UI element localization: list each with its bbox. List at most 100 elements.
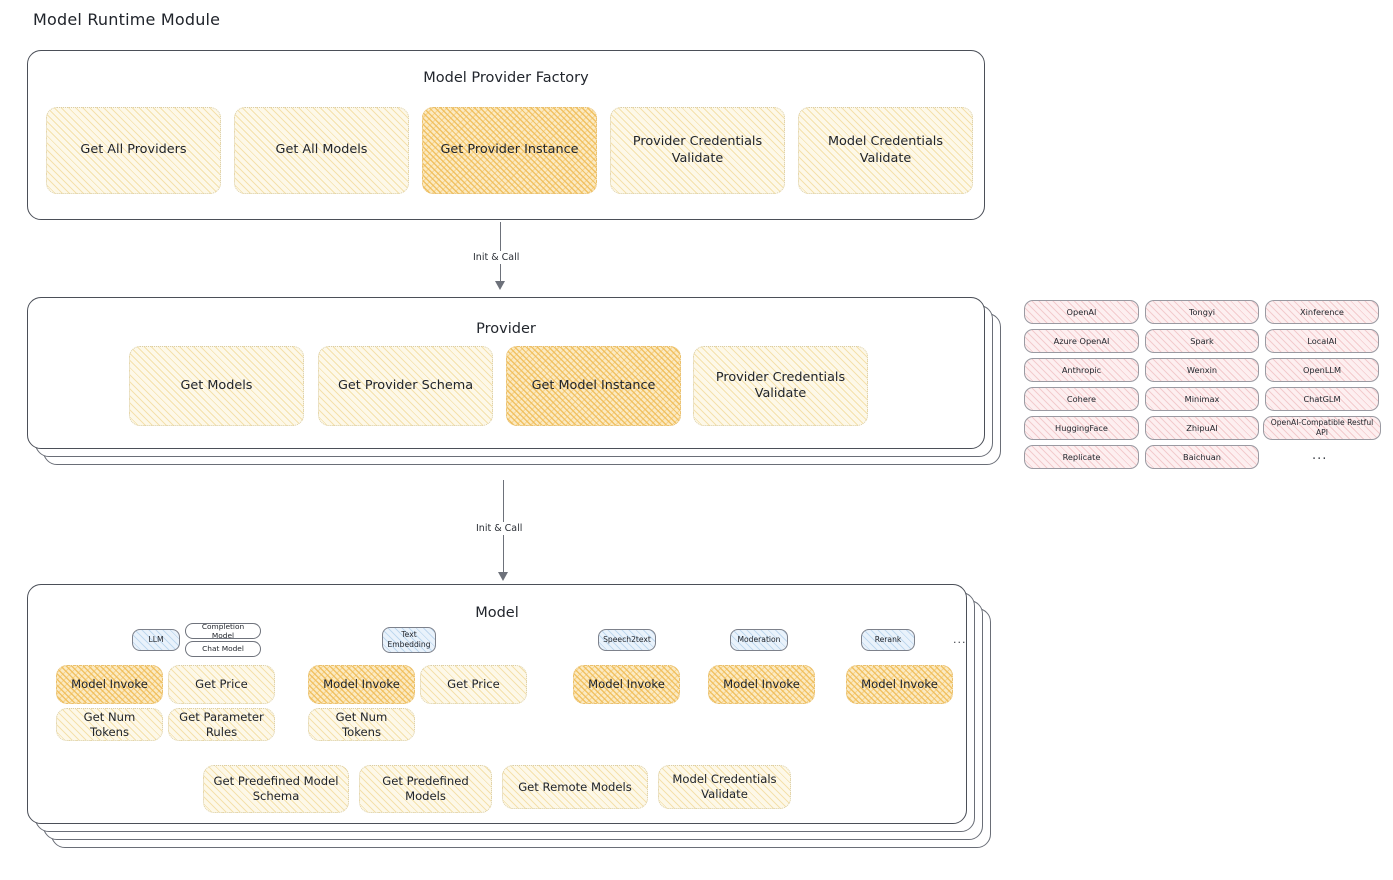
model-type-badge-label: LLM [148, 635, 164, 645]
provider-node-label: Get Models [180, 377, 253, 393]
provider-node-get-provider-schema[interactable]: Get Provider Schema [318, 346, 493, 426]
model-common-method-label: Get Remote Models [518, 779, 632, 794]
model-method-rerank-model-invoke[interactable]: Model Invoke [846, 665, 953, 704]
provider-pill-baichuan[interactable]: Baichuan [1145, 445, 1259, 469]
model-method-label: Model Invoke [71, 677, 148, 692]
model-sub-badge-label: Completion Model [201, 621, 245, 640]
provider-pill-spark[interactable]: Spark [1145, 329, 1259, 353]
provider-node-get-models[interactable]: Get Models [129, 346, 304, 426]
model-method-text-embedding-model-invoke[interactable]: Model Invoke [308, 665, 415, 704]
model-common-method-get-predefined-model-schema[interactable]: Get Predefined Model Schema [203, 765, 349, 813]
provider-title: Provider [476, 321, 536, 337]
provider-pill-label: Minimax [1184, 393, 1220, 404]
model-common-method-label: Get Predefined Model Schema [213, 774, 339, 803]
model-method-label: Model Invoke [588, 677, 665, 692]
provider-pill-label: Tongyi [1188, 306, 1216, 317]
provider-pill-xinference[interactable]: Xinference [1265, 300, 1379, 324]
provider-pill-label: OpenAI-Compatible Restful API [1270, 418, 1374, 437]
page-title: Model Runtime Module [33, 10, 221, 29]
model-method-llm-model-invoke[interactable]: Model Invoke [56, 665, 163, 704]
provider-pill-label: Azure OpenAI [1053, 335, 1110, 346]
model-method-label: Model Invoke [861, 677, 938, 692]
model-types-more: ... [953, 633, 967, 646]
provider-pill-huggingface[interactable]: HuggingFace [1024, 416, 1139, 440]
model-type-badge-speech2text[interactable]: Speech2text [598, 629, 656, 651]
provider-pill-zhipuai[interactable]: ZhipuAI [1145, 416, 1259, 440]
provider-pill-label: OpenLLM [1302, 364, 1342, 375]
provider-pill-label: Baichuan [1183, 451, 1221, 462]
provider-node-label: Get Provider Schema [337, 377, 474, 393]
provider-pill-label: ZhipuAI [1186, 422, 1218, 433]
provider-pill-replicate[interactable]: Replicate [1024, 445, 1139, 469]
model-provider-factory-title: Model Provider Factory [423, 70, 589, 86]
model-method-text-embedding-get-num-tokens[interactable]: Get Num Tokens [308, 708, 415, 741]
model-sub-badge-completion-model[interactable]: Completion Model [185, 621, 261, 640]
model-common-method-get-predefined-models[interactable]: Get Predefined Models [359, 765, 492, 813]
model-method-moderation-model-invoke[interactable]: Model Invoke [708, 665, 815, 704]
provider-pill-minimax[interactable]: Minimax [1145, 387, 1259, 411]
provider-pill-localai[interactable]: LocalAI [1265, 329, 1379, 353]
provider-pill-label: Spark [1190, 335, 1214, 346]
factory-node-label: Model Credentials Validate [827, 134, 944, 166]
arrow-provider-to-model-label: Init & Call [472, 522, 527, 535]
model-method-label: Model Invoke [723, 677, 800, 692]
model-type-badge-label: Rerank [874, 635, 902, 645]
model-method-label: Get Num Tokens [335, 709, 388, 739]
factory-node-label: Get All Models [275, 142, 368, 158]
model-method-llm-get-parameter-rules[interactable]: Get Parameter Rules [168, 708, 275, 741]
factory-node-label: Get All Providers [80, 142, 187, 158]
model-method-speech2text-model-invoke[interactable]: Model Invoke [573, 665, 680, 704]
provider-node-provider-credentials-validate[interactable]: Provider Credentials Validate [693, 346, 868, 426]
provider-node-get-model-instance[interactable]: Get Model Instance [506, 346, 681, 426]
factory-node-get-all-providers[interactable]: Get All Providers [46, 107, 221, 194]
model-method-llm-get-price[interactable]: Get Price [168, 665, 275, 704]
provider-pill-openllm[interactable]: OpenLLM [1265, 358, 1379, 382]
provider-pill-anthropic[interactable]: Anthropic [1024, 358, 1139, 382]
model-type-badge-llm[interactable]: LLM [132, 629, 180, 651]
model-method-label: Model Invoke [323, 677, 400, 692]
provider-pill-label: Anthropic [1061, 364, 1102, 375]
factory-node-get-all-models[interactable]: Get All Models [234, 107, 409, 194]
provider-pill-label: Cohere [1066, 393, 1097, 404]
model-method-llm-get-num-tokens[interactable]: Get Num Tokens [56, 708, 163, 741]
provider-pill-openai[interactable]: OpenAI [1024, 300, 1139, 324]
model-method-label: Get Num Tokens [83, 709, 136, 739]
model-common-method-get-remote-models[interactable]: Get Remote Models [502, 765, 648, 809]
model-type-badge-text-embedding[interactable]: Text Embedding [382, 627, 436, 653]
model-common-method-label: Get Predefined Models [382, 774, 469, 803]
model-type-badge-label: Moderation [737, 635, 781, 645]
arrow-factory-to-provider-label: Init & Call [469, 251, 524, 264]
model-common-method-label: Model Credentials Validate [672, 772, 777, 801]
provider-pill-label: LocalAI [1307, 335, 1337, 346]
model-type-badge-label: Text Embedding [387, 630, 431, 649]
provider-pill-wenxin[interactable]: Wenxin [1145, 358, 1259, 382]
factory-node-label: Get Provider Instance [440, 142, 579, 158]
model-type-badge-rerank[interactable]: Rerank [861, 629, 915, 651]
model-sub-badge-chat-model[interactable]: Chat Model [185, 641, 261, 657]
factory-node-model-credentials-validate[interactable]: Model Credentials Validate [798, 107, 973, 194]
provider-pill-azure-openai[interactable]: Azure OpenAI [1024, 329, 1139, 353]
factory-node-get-provider-instance[interactable]: Get Provider Instance [422, 107, 597, 194]
provider-box: Provider Get Models Get Provider Schema … [27, 297, 985, 449]
provider-pill-label: Wenxin [1186, 364, 1218, 375]
arrow-factory-to-provider-head [495, 281, 505, 290]
provider-node-label: Provider Credentials Validate [715, 369, 846, 401]
factory-node-label: Provider Credentials Validate [632, 134, 763, 166]
factory-node-provider-credentials-validate[interactable]: Provider Credentials Validate [610, 107, 785, 194]
provider-pill-chatglm[interactable]: ChatGLM [1265, 387, 1379, 411]
provider-pill-openai-compatible-restful-api[interactable]: OpenAI-Compatible Restful API [1263, 416, 1381, 440]
model-provider-factory-box: Model Provider Factory Get All Providers… [27, 50, 985, 220]
model-method-label: Get Parameter Rules [179, 709, 264, 739]
model-method-text-embedding-get-price[interactable]: Get Price [420, 665, 527, 704]
model-method-label: Get Price [447, 677, 500, 692]
provider-node-label: Get Model Instance [531, 377, 656, 393]
provider-pill-label: ChatGLM [1303, 393, 1341, 404]
model-type-badge-moderation[interactable]: Moderation [730, 629, 788, 651]
provider-pill-label: Xinference [1300, 306, 1344, 317]
model-type-badge-label: Speech2text [603, 635, 651, 645]
model-common-method-model-credentials-validate[interactable]: Model Credentials Validate [658, 765, 791, 809]
provider-pill-cohere[interactable]: Cohere [1024, 387, 1139, 411]
model-sub-badge-label: Chat Model [202, 644, 244, 654]
provider-list-more: ... [1312, 448, 1328, 463]
provider-pill-tongyi[interactable]: Tongyi [1145, 300, 1259, 324]
